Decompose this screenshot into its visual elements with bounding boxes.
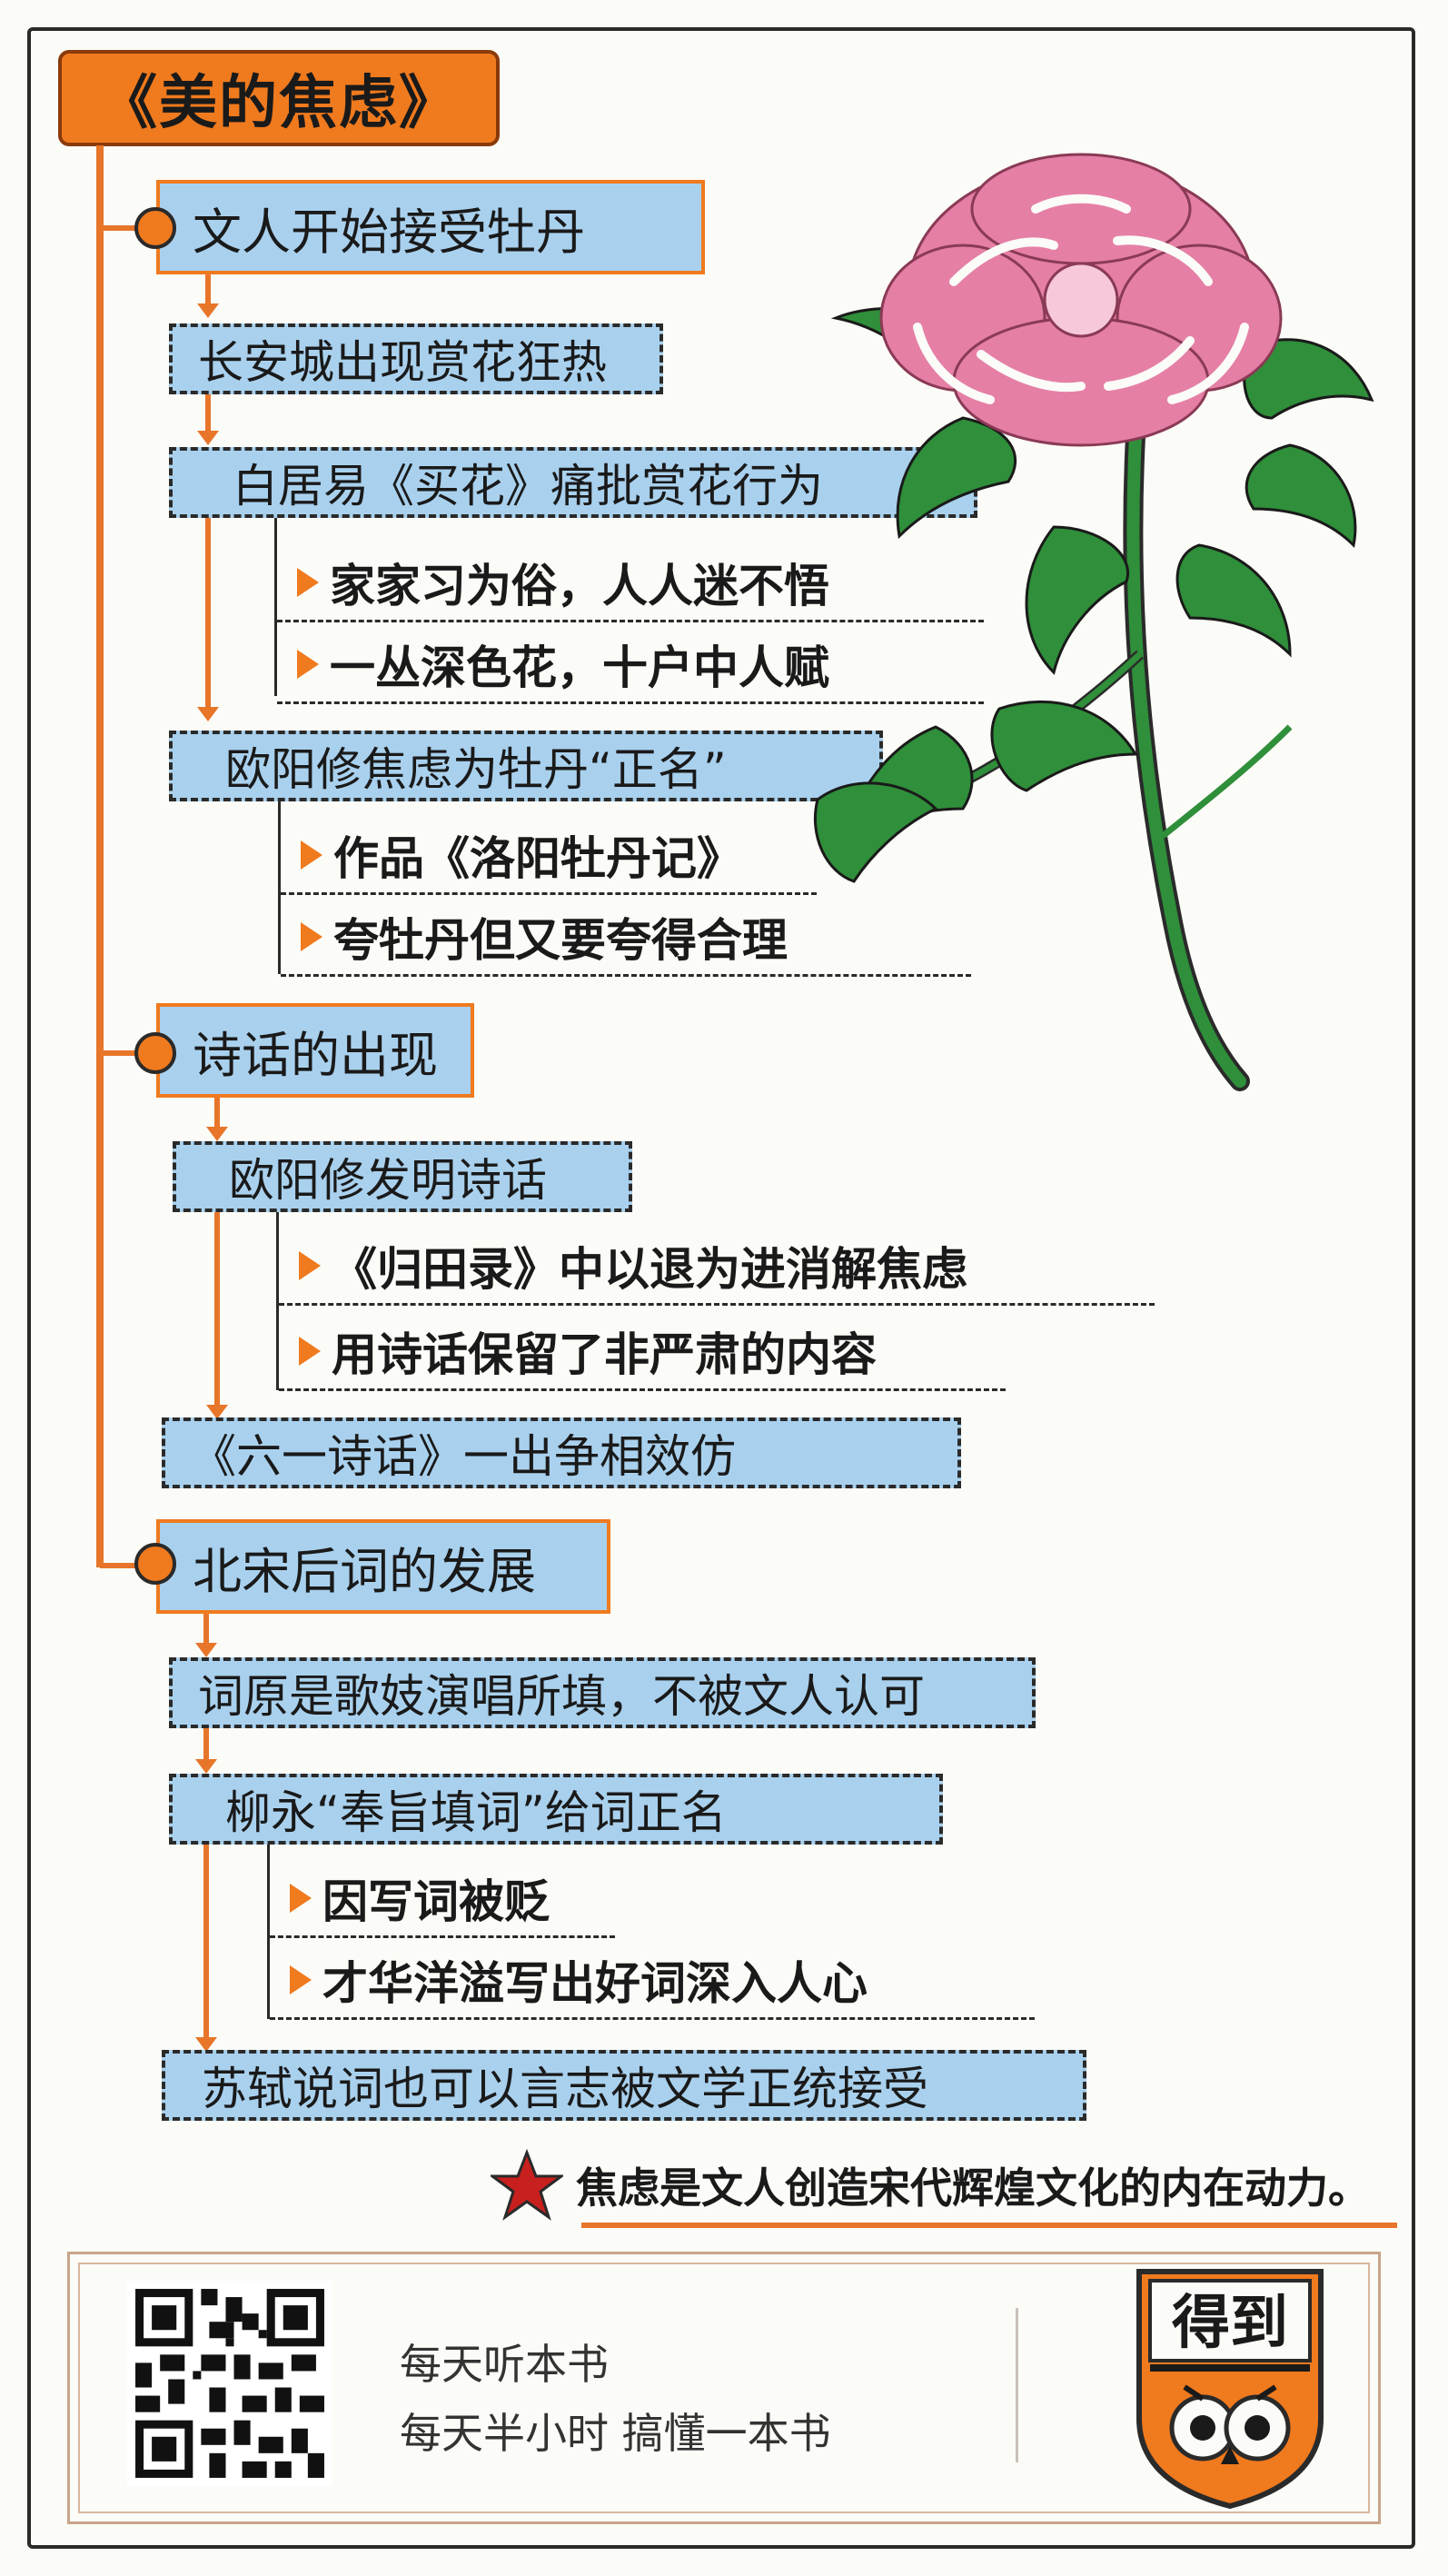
connector-line bbox=[203, 1728, 209, 1761]
arrow-down-icon bbox=[195, 1643, 217, 1657]
section-3-item-3: 苏轼说词也可以言志被文学正统接受 bbox=[162, 2050, 1086, 2121]
logo-text: 得到 bbox=[1172, 2290, 1288, 2357]
connector-line bbox=[214, 1212, 220, 1407]
slogan-line-1: 每天听本书 bbox=[400, 2340, 609, 2389]
outer-frame bbox=[27, 27, 1415, 2549]
item-label: 苏轼说词也可以言志被文学正统接受 bbox=[202, 2063, 928, 2115]
bullet-list-bracket bbox=[274, 518, 277, 696]
triangle-bullet-icon bbox=[299, 1337, 321, 1366]
bullet-text: 才华洋溢写出好词深入人心 bbox=[322, 1957, 868, 2010]
arrow-down-icon bbox=[197, 707, 219, 721]
arrow-down-icon bbox=[195, 2037, 217, 2052]
bullet-text: 家家习为俗，人人迷不悟 bbox=[330, 560, 829, 612]
branch-line bbox=[100, 225, 154, 231]
branch-line bbox=[100, 1563, 154, 1568]
bullet-item: 作品《洛阳牡丹记》 bbox=[281, 818, 817, 895]
section-2-item-1: 欧阳修发明诗话 bbox=[173, 1141, 632, 1212]
section-1-item-1: 长安城出现赏花狂热 bbox=[169, 323, 663, 394]
slogan-line-2: 每天半小时 搞懂一本书 bbox=[400, 2409, 831, 2458]
bullet-item: 用诗话保留了非严肃的内容 bbox=[279, 1314, 1006, 1391]
triangle-bullet-icon bbox=[297, 650, 319, 679]
bullet-item: 一丛深色花，十户中人赋 bbox=[277, 627, 984, 704]
bullet-list-bracket bbox=[276, 1212, 279, 1390]
connector-line bbox=[214, 1098, 220, 1129]
bullet-item: 夸牡丹但又要夸得合理 bbox=[281, 900, 971, 977]
section-3-item-2: 柳永“奉旨填词”给词正名 bbox=[169, 1774, 943, 1845]
branch-line bbox=[100, 1050, 154, 1056]
section-3-item-1: 词原是歌妓演唱所填，不被文人认可 bbox=[169, 1657, 1036, 1728]
summary: 焦虑是文人创造宋代辉煌文化的内在动力。 bbox=[491, 2144, 1392, 2226]
triangle-bullet-icon bbox=[290, 1965, 312, 1994]
item-label: 欧阳修焦虑为牡丹“正名” bbox=[225, 743, 727, 796]
item-label: 白居易《买花》痛批赏花行为 bbox=[233, 460, 823, 512]
section-label: 诗话的出现 bbox=[193, 1026, 438, 1084]
section-bullet-icon bbox=[134, 1543, 176, 1585]
summary-text: 焦虑是文人创造宋代辉煌文化的内在动力。 bbox=[576, 2163, 1370, 2213]
connector-line bbox=[205, 394, 211, 434]
section-label: 北宋后词的发展 bbox=[193, 1542, 536, 1600]
bullet-text: 用诗话保留了非严肃的内容 bbox=[332, 1328, 877, 1381]
triangle-bullet-icon bbox=[301, 922, 322, 951]
section-1-header: 文人开始接受牡丹 bbox=[156, 180, 705, 274]
triangle-bullet-icon bbox=[301, 840, 322, 870]
item-label: 词原是歌妓演唱所填，不被文人认可 bbox=[198, 1670, 925, 1723]
bullet-item: 《归田录》中以退为进消解焦虑 bbox=[279, 1228, 1155, 1306]
bullet-item: 因写词被贬 bbox=[270, 1861, 615, 1938]
qr-code-icon[interactable] bbox=[127, 2281, 332, 2486]
bullet-text: 《归田录》中以退为进消解焦虑 bbox=[332, 1243, 967, 1296]
connector-line bbox=[205, 274, 211, 305]
bullet-text: 一丛深色花，十户中人赋 bbox=[330, 642, 829, 694]
bullet-text: 夸牡丹但又要夸得合理 bbox=[333, 914, 788, 967]
triangle-bullet-icon bbox=[290, 1884, 312, 1913]
section-1-item-3: 欧阳修焦虑为牡丹“正名” bbox=[169, 731, 883, 801]
section-2-item-2: 《六一诗话》一出争相效仿 bbox=[162, 1417, 961, 1488]
section-bullet-icon bbox=[134, 207, 176, 249]
bullet-list-bracket bbox=[267, 1845, 270, 2019]
bullet-list-bracket bbox=[278, 801, 281, 974]
summary-underline bbox=[581, 2223, 1397, 2228]
bullet-item: 才华洋溢写出好词深入人心 bbox=[270, 1943, 1035, 2020]
arrow-down-icon bbox=[206, 1405, 228, 1419]
triangle-bullet-icon bbox=[297, 568, 319, 597]
section-bullet-icon bbox=[134, 1032, 176, 1074]
bullet-text: 因写词被贬 bbox=[322, 1875, 550, 1928]
connector-line bbox=[205, 518, 211, 709]
owl-logo-icon[interactable]: 得到 bbox=[1130, 2264, 1330, 2511]
arrow-down-icon bbox=[206, 1127, 228, 1141]
bullet-item: 家家习为俗，人人迷不悟 bbox=[277, 545, 984, 622]
section-2-header: 诗话的出现 bbox=[156, 1003, 474, 1098]
arrow-down-icon bbox=[197, 431, 219, 445]
arrow-down-icon bbox=[197, 303, 219, 318]
peony-illustration bbox=[813, 153, 1374, 1091]
trunk-line bbox=[96, 145, 104, 1567]
connector-line bbox=[203, 1845, 209, 2039]
section-label: 文人开始接受牡丹 bbox=[193, 203, 585, 261]
item-label: 长安城出现赏花狂热 bbox=[198, 336, 607, 389]
arrow-down-icon bbox=[195, 1759, 217, 1774]
footer-inner-frame bbox=[78, 2263, 1370, 2513]
triangle-bullet-icon bbox=[299, 1251, 321, 1280]
bullet-text: 作品《洛阳牡丹记》 bbox=[333, 832, 742, 885]
item-label: 《六一诗话》一出争相效仿 bbox=[191, 1430, 736, 1483]
item-label: 欧阳修发明诗话 bbox=[229, 1154, 547, 1207]
section-3-header: 北宋后词的发展 bbox=[156, 1519, 610, 1614]
connector-line bbox=[203, 1614, 209, 1645]
page-title: 《美的焦虑》 bbox=[58, 50, 500, 146]
footer-divider bbox=[1016, 2308, 1018, 2462]
star-icon bbox=[491, 2149, 563, 2221]
item-label: 柳永“奉旨填词”给词正名 bbox=[225, 1786, 727, 1839]
